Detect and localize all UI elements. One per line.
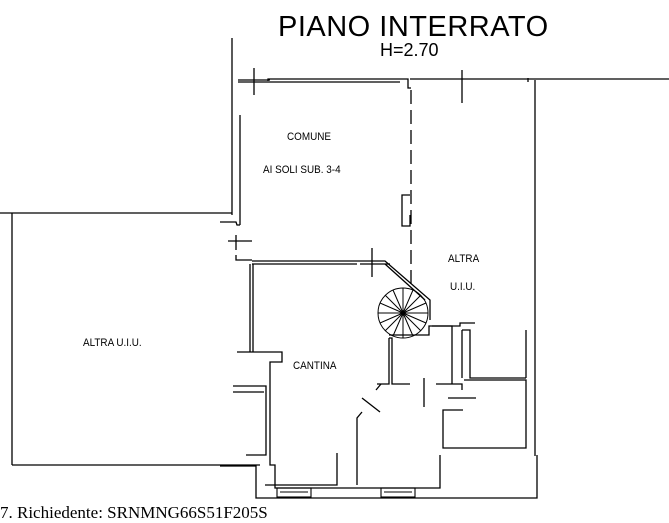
room-label-altra-left: ALTRA U.I.U. bbox=[83, 337, 142, 349]
windows bbox=[276, 487, 416, 498]
height-label: H=2.70 bbox=[380, 40, 439, 60]
room-label-altra-right: ALTRA bbox=[448, 253, 480, 265]
crosshair-marks bbox=[228, 68, 463, 277]
footer-requester: 7. Richiedente: SRNMNG66S51F205S bbox=[0, 503, 268, 522]
room-label-uiu-right: U.I.U. bbox=[450, 281, 476, 293]
plan-title: PIANO INTERRATO bbox=[278, 11, 549, 43]
comune-room-walls bbox=[220, 78, 431, 320]
room-label-comune-sub: AI SOLI SUB. 3-4 bbox=[263, 164, 341, 176]
cantina-walls bbox=[220, 264, 538, 499]
room-label-cantina: CANTINA bbox=[293, 360, 337, 372]
outer-boundary-lines bbox=[0, 38, 669, 466]
spiral-staircase bbox=[377, 287, 429, 339]
room-label-comune: COMUNE bbox=[287, 131, 332, 143]
